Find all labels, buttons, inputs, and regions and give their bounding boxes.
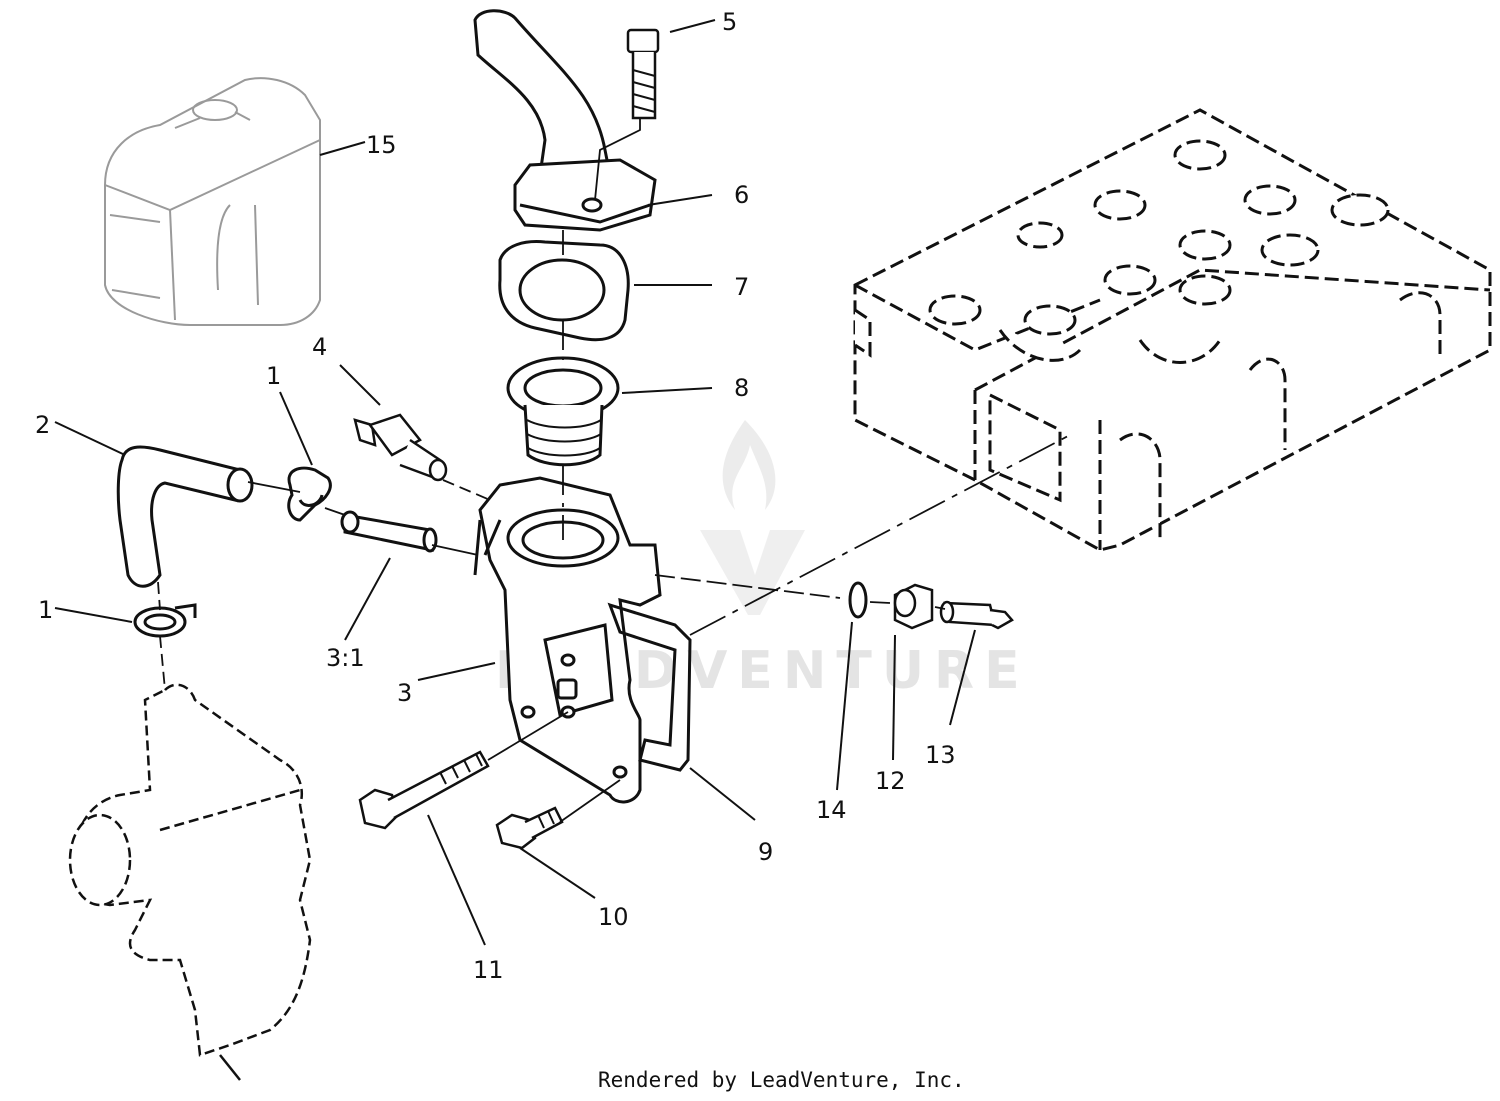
callout-4: 4 (312, 333, 327, 361)
leader-lines (54, 19, 976, 946)
assembly-lines (157, 118, 1071, 823)
callout-3: 3 (397, 679, 412, 707)
callouts: 15 5 6 7 8 4 1 2 1 3:1 3 9 10 11 14 12 1… (35, 8, 956, 984)
callout-1-lower: 1 (38, 596, 53, 624)
part-1-clamp-upper (287, 466, 332, 522)
part-12-plug (893, 583, 934, 630)
engine-cylinder-head (853, 108, 1492, 552)
part-7-gasket (498, 240, 630, 342)
part-13-sender (939, 600, 1014, 630)
water-pump (68, 683, 312, 1081)
callout-8: 8 (734, 374, 749, 402)
part-15-reservoir-tank (104, 77, 321, 326)
callout-11: 11 (473, 956, 504, 984)
v-logo-icon (700, 530, 805, 615)
part-3-thermostat-housing (473, 476, 662, 804)
part-11-bolt (358, 750, 490, 830)
footer-credit: Rendered by LeadVenture, Inc. (598, 1068, 965, 1092)
part-14-washer (848, 581, 868, 619)
part-9-gasket (607, 602, 692, 772)
part-6-water-outlet (473, 9, 657, 232)
flame-icon (722, 420, 776, 510)
part-2-hose (116, 445, 254, 588)
part-1-clamp-lower (133, 603, 197, 638)
callout-3-1: 3:1 (326, 644, 365, 672)
callout-2: 2 (35, 411, 50, 439)
callout-7: 7 (734, 273, 749, 301)
part-5-bolt (626, 28, 660, 120)
callout-15: 15 (366, 131, 397, 159)
callout-6: 6 (734, 181, 749, 209)
part-3-1-nipple (340, 510, 438, 553)
callout-5: 5 (722, 8, 737, 36)
part-10-bolt (495, 806, 564, 850)
part-4-temperature-sensor (353, 413, 448, 482)
part-8-thermostat (506, 356, 620, 467)
callout-13: 13 (925, 741, 956, 769)
callout-12: 12 (875, 767, 906, 795)
callout-1-upper: 1 (266, 362, 281, 390)
callout-14: 14 (816, 796, 847, 824)
callout-9: 9 (758, 838, 773, 866)
callout-10: 10 (598, 903, 629, 931)
